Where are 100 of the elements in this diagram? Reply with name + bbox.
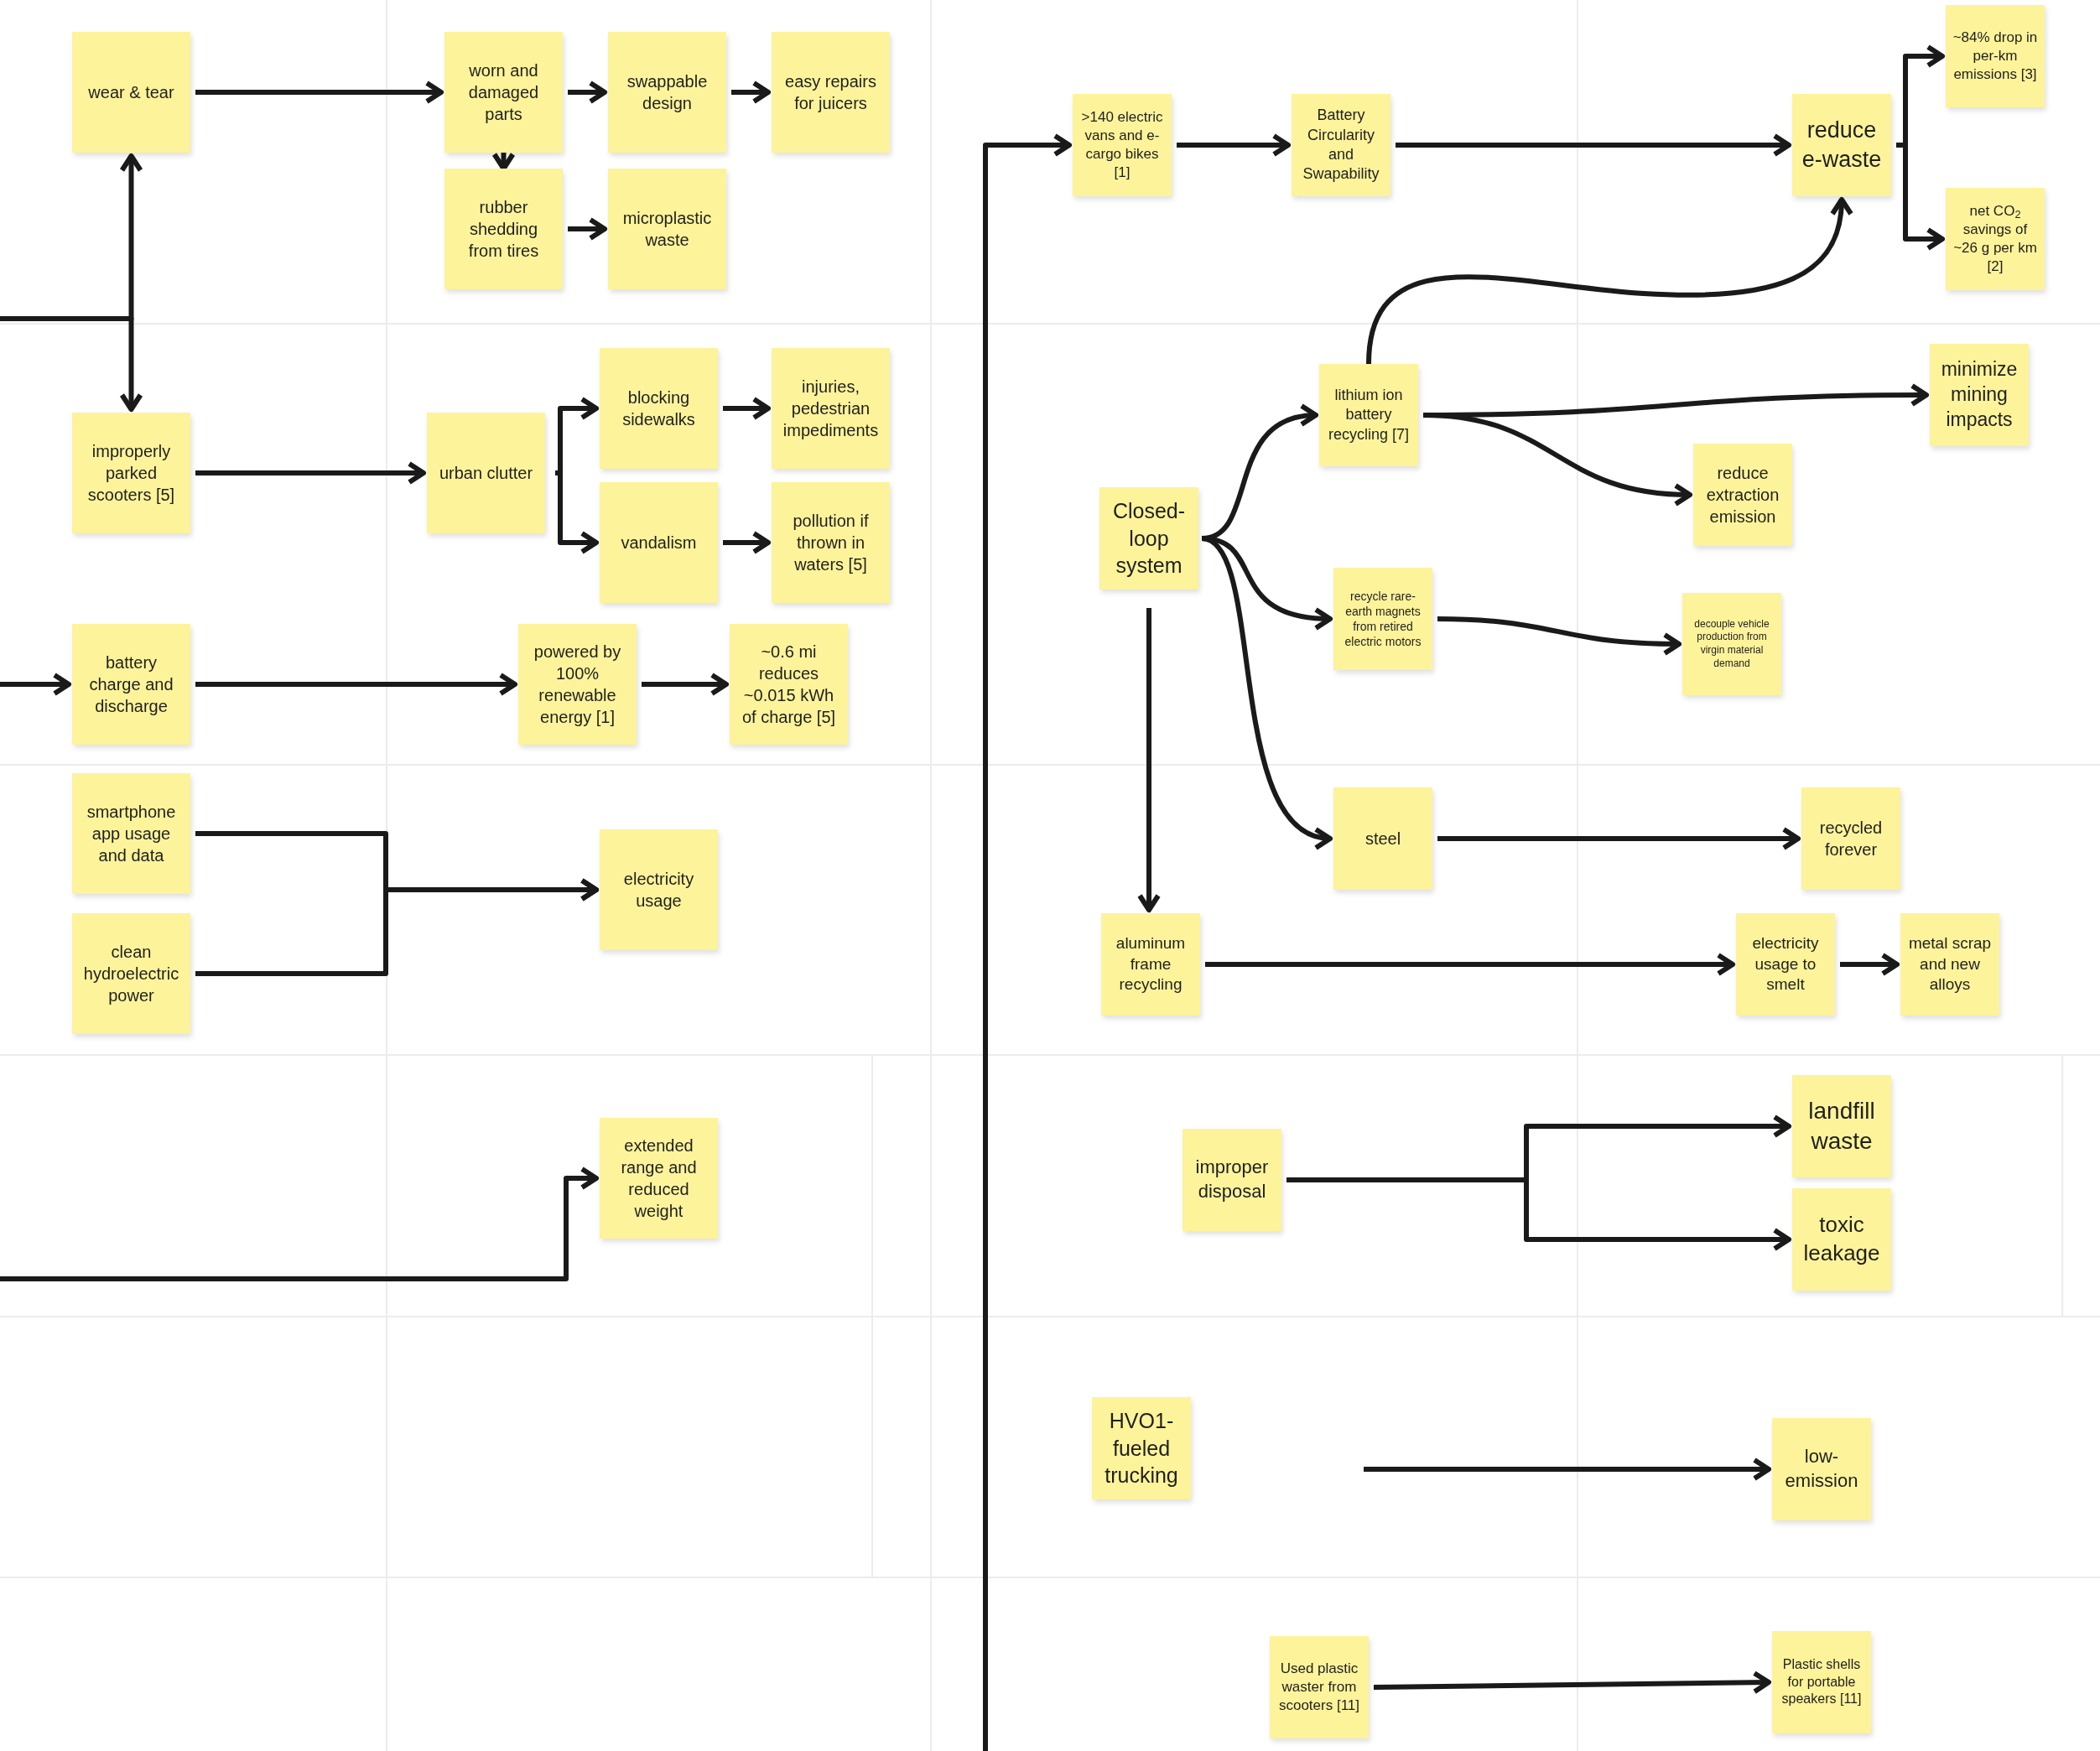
note-text: reduce e-waste: [1801, 116, 1883, 174]
sticky-note: [72, 913, 190, 1034]
sticky-note: [72, 624, 190, 745]
sticky-note: [1900, 913, 1999, 1016]
sticky-note: [772, 32, 890, 153]
sticky-note: [1099, 487, 1198, 590]
sticky-note: [1092, 1397, 1191, 1499]
sticky-note: [1693, 444, 1792, 546]
sticky-note: [600, 348, 718, 469]
note-text: Closed-loop system: [1111, 498, 1187, 579]
sticky-note: [1073, 94, 1172, 196]
note-text: Plastic shells for portable speakers [11]: [1780, 1655, 1863, 1708]
sticky-note: [1792, 94, 1891, 196]
note-text: ~84% drop in per-km emissions [3]: [1952, 28, 2038, 85]
arrow: [491, 152, 516, 171]
note-text: microplastic waste: [621, 208, 713, 251]
sticky-note: [72, 773, 190, 894]
arrow: [1396, 133, 1791, 157]
note-text: steel: [1364, 829, 1401, 850]
note-text: Battery Circularity and Swapability: [1302, 106, 1380, 184]
sticky-note: [1946, 188, 2045, 290]
note-text: urban clutter: [439, 463, 533, 484]
note-text: lithium ion battery recycling [7]: [1327, 385, 1410, 444]
arrow: [1177, 133, 1291, 157]
sticky-note: [1333, 787, 1432, 890]
note-text: toxic leakage: [1802, 1211, 1881, 1267]
arrow: [723, 531, 771, 554]
sticky-note: [1292, 94, 1390, 196]
note-text: electricity usage: [622, 869, 695, 912]
note-text: minimize mining impacts: [1940, 357, 2019, 432]
arrow: [1205, 953, 1735, 976]
note-text: recycle rare-earth magnets from retired electric motors: [1344, 588, 1422, 650]
note-text: wear & tear: [88, 82, 174, 103]
note-text: ~0.6 mi reduces ~0.015 kWh of charge [5]: [741, 642, 837, 728]
sticky-note: [1270, 1636, 1369, 1738]
note-text: landfill waste: [1807, 1096, 1876, 1156]
arrow: [1896, 143, 1945, 251]
sticky-note: [1801, 787, 1900, 890]
note-text: clean hydroelectric power: [82, 942, 180, 1006]
sticky-note: [772, 482, 890, 603]
sticky-note: [1792, 1075, 1891, 1177]
note-text: net CO$_{2}$ savings of ~26 g per km [2]: [1952, 201, 2038, 277]
note-text: Used plastic waster from scooters [11]: [1277, 1659, 1361, 1716]
sticky-note: [1772, 1631, 1871, 1733]
sticky-note: [1946, 5, 2045, 107]
note-text: easy repairs for juicers: [784, 71, 877, 114]
arrow: [195, 461, 426, 485]
note-text: extended range and reduced weight: [620, 1135, 698, 1222]
note-text: battery charge and discharge: [88, 652, 174, 717]
sticky-note: [444, 169, 563, 289]
sticky-note: [1101, 913, 1200, 1016]
arrow: [1287, 1177, 1791, 1251]
arrow: [1422, 413, 1692, 507]
note-text: injuries, pedestrian impediments: [782, 377, 880, 441]
arrow: [568, 217, 607, 241]
note-text: improper disposal: [1194, 1156, 1270, 1203]
note-text: metal scrap and new alloys: [1907, 933, 1993, 995]
arrow: [195, 673, 517, 696]
sticky-note: [608, 169, 726, 289]
note-text: powered by 100% renewable energy [1]: [533, 642, 622, 728]
note-text: HVO1-fueled trucking: [1104, 1408, 1179, 1489]
sticky-note: [1930, 344, 2029, 446]
note-text: rubber shedding from tires: [467, 197, 540, 262]
note-text: electricity usage to smelt: [1751, 933, 1820, 995]
note-text: aluminum frame recycling: [1115, 933, 1187, 995]
note-text: >140 electric vans and e-cargo bikes [1]: [1080, 107, 1164, 183]
arrow: [0, 1166, 599, 1281]
arrow: [195, 81, 444, 104]
sticky-note: [600, 829, 718, 950]
note-text: worn and damaged parts: [467, 60, 540, 125]
sticky-note: [72, 413, 190, 533]
arrow: [983, 133, 1072, 1751]
sticky-note: [1736, 913, 1835, 1016]
arrow: [731, 81, 771, 104]
note-text: decouple vehicle production from virgin material demand: [1693, 617, 1770, 671]
sticky-note: [1333, 568, 1432, 670]
sticky-note: [1682, 593, 1781, 695]
arrow: [1373, 1670, 1771, 1695]
note-text: vandalism: [621, 533, 697, 553]
arrow: [0, 316, 143, 412]
note-text: pollution if thrown in waters [5]: [792, 511, 870, 575]
note-text: blocking sidewalks: [621, 387, 696, 430]
note-text: recycled forever: [1818, 818, 1884, 860]
sticky-note: [772, 348, 890, 469]
sticky-note: [427, 413, 545, 533]
sticky-note: [608, 32, 726, 153]
sticky-note: [600, 1118, 718, 1239]
arrow: [1437, 616, 1682, 656]
note-text: swappable design: [626, 71, 709, 114]
arrow: [1366, 197, 1853, 365]
sticky-note: [600, 482, 718, 603]
arrow: [1840, 953, 1900, 976]
arrow: [0, 673, 71, 696]
arrow: [555, 470, 599, 554]
arrow: [195, 878, 599, 976]
note-text: smartphone app usage and data: [86, 802, 177, 866]
sticky-note: [1772, 1418, 1871, 1520]
sticky-note: [1792, 1188, 1891, 1291]
note-text: low-emission: [1784, 1445, 1859, 1493]
sticky-note: [518, 624, 637, 745]
